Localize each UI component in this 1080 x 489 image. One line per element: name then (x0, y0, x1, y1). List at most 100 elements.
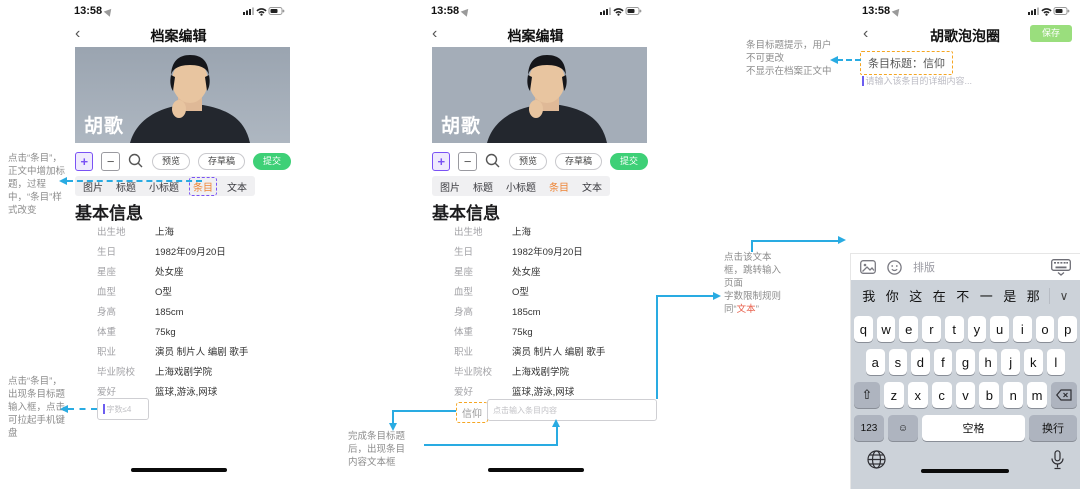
field-value: 上海 (512, 227, 532, 238)
microphone-icon[interactable] (1051, 450, 1064, 470)
tab-text[interactable]: 文本 (227, 182, 247, 194)
key-letter[interactable]: c (931, 382, 952, 408)
remove-block-button[interactable]: − (101, 151, 120, 171)
shift-key[interactable]: ⇧ (854, 382, 880, 408)
arrow-head-right-keyboard (838, 236, 846, 244)
key-letter[interactable]: w (876, 316, 896, 342)
field-row: 出生地上海 (454, 227, 648, 239)
connector-note3-vertical (556, 427, 558, 446)
key-letter[interactable]: m (1027, 382, 1048, 408)
image-icon[interactable] (860, 260, 876, 274)
emoji-key[interactable]: ☺ (888, 415, 918, 441)
entry-content-input[interactable]: 点击输入条目内容 (487, 399, 657, 421)
remove-block-button[interactable]: − (458, 151, 477, 171)
tab-text[interactable]: 文本 (582, 182, 602, 194)
entry-title-chip[interactable]: 信仰 (456, 402, 488, 423)
search-icon[interactable] (128, 153, 144, 169)
key-letter[interactable]: z (884, 382, 904, 408)
tab-image[interactable]: 图片 (83, 182, 103, 194)
phone-screen-input-page: 13:58 ‹ 胡歌泡泡圈 保存 条目标题：信仰 请输入该条目的详细内容... (850, 0, 1080, 489)
key-letter[interactable]: j (1001, 349, 1020, 375)
tab-entry[interactable]: 条目 (549, 182, 569, 194)
key-letter[interactable]: b (979, 382, 1000, 408)
candidate-word[interactable]: 我 (862, 289, 876, 304)
arrow-head-left-tabs (59, 177, 67, 185)
dashed-connector-input (68, 408, 97, 410)
candidate-word[interactable]: 不 (956, 289, 970, 304)
nav-bar: ‹ 胡歌泡泡圈 保存 (850, 24, 1080, 46)
signal-wifi-battery-icon (243, 7, 285, 16)
dismiss-keyboard-icon[interactable] (1051, 258, 1071, 276)
arrow-head-up-content-input (552, 419, 560, 427)
globe-icon[interactable] (867, 450, 886, 469)
key-letter[interactable]: h (978, 349, 998, 375)
back-button[interactable]: ‹ (75, 25, 81, 42)
key-letter[interactable]: v (955, 382, 976, 408)
annotation-entry-title-hint: 条目标题提示，用户 不可更改 不显示在档案正文中 (746, 40, 832, 77)
save-draft-button[interactable]: 存草稿 (197, 152, 245, 170)
numbers-key[interactable]: 123 (854, 415, 884, 441)
tab-title[interactable]: 标题 (116, 182, 136, 194)
tab-title[interactable]: 标题 (473, 182, 493, 194)
key-letter[interactable]: g (956, 349, 975, 375)
section-title: 基本信息 (75, 204, 143, 223)
candidate-word[interactable]: 一 (979, 289, 993, 304)
field-value: 篮球,游泳,网球 (155, 387, 218, 398)
tab-entry[interactable]: 条目 (189, 176, 217, 196)
add-block-button[interactable]: + (75, 151, 94, 171)
candidate-word[interactable]: 在 (932, 289, 946, 304)
save-button[interactable]: 保存 (1029, 25, 1072, 42)
status-time: 13:58 (862, 5, 903, 17)
submit-button[interactable]: 提交 (252, 152, 291, 170)
preview-button[interactable]: 预览 (508, 152, 547, 170)
key-letter[interactable]: y (967, 316, 987, 342)
submit-button[interactable]: 提交 (609, 152, 648, 170)
key-letter[interactable]: q (854, 316, 873, 342)
key-letter[interactable]: p (1058, 316, 1078, 342)
entry-title-input[interactable]: 字数≤4 (97, 398, 149, 420)
key-letter[interactable]: s (888, 349, 908, 375)
expand-candidates-icon[interactable]: ∨ (1059, 288, 1069, 303)
tab-subtitle[interactable]: 小标题 (149, 182, 179, 194)
back-button[interactable]: ‹ (432, 25, 438, 42)
edit-toolbar: + − 预览 存草稿 提交 (75, 150, 291, 172)
key-letter[interactable]: k (1023, 349, 1043, 375)
search-icon[interactable] (485, 153, 501, 169)
field-row: 毕业院校上海戏剧学院 (97, 367, 291, 379)
tab-image[interactable]: 图片 (440, 182, 460, 194)
preview-button[interactable]: 预览 (151, 152, 190, 170)
page-title: 胡歌泡泡圈 (930, 28, 1000, 44)
candidate-word[interactable]: 那 (1026, 289, 1040, 304)
key-letter[interactable]: o (1035, 316, 1055, 342)
return-key[interactable]: 换行 (1029, 415, 1077, 441)
key-letter[interactable]: l (1046, 349, 1066, 375)
block-type-tabs: 图片 标题 小标题 条目 文本 (75, 176, 255, 196)
key-letter[interactable]: r (922, 316, 941, 342)
key-letter[interactable]: d (911, 349, 930, 375)
candidate-word[interactable]: 这 (909, 289, 923, 304)
key-letter[interactable]: u (990, 316, 1009, 342)
key-letter[interactable]: a (866, 349, 885, 375)
candidate-word[interactable]: 你 (885, 289, 899, 304)
content-text-area[interactable]: 请输入该条目的详细内容... (862, 74, 972, 87)
key-letter[interactable]: e (899, 316, 919, 342)
tab-subtitle[interactable]: 小标题 (506, 182, 536, 194)
typeset-label[interactable]: 排版 (913, 262, 935, 274)
emoji-face-icon[interactable] (887, 259, 902, 275)
field-label: 出生地 (97, 227, 126, 238)
key-letter[interactable]: i (1012, 316, 1032, 342)
add-block-button[interactable]: + (432, 151, 451, 171)
key-letter[interactable]: n (1003, 382, 1024, 408)
key-letter[interactable]: t (944, 316, 964, 342)
backspace-key[interactable] (1051, 382, 1077, 408)
back-button[interactable]: ‹ (863, 25, 869, 42)
field-value: 上海 (155, 227, 175, 238)
key-letter[interactable]: x (907, 382, 928, 408)
candidate-word[interactable]: 是 (1003, 289, 1017, 304)
key-letter[interactable]: f (933, 349, 953, 375)
save-draft-button[interactable]: 存草稿 (554, 152, 602, 170)
space-key[interactable]: 空格 (922, 415, 1025, 441)
